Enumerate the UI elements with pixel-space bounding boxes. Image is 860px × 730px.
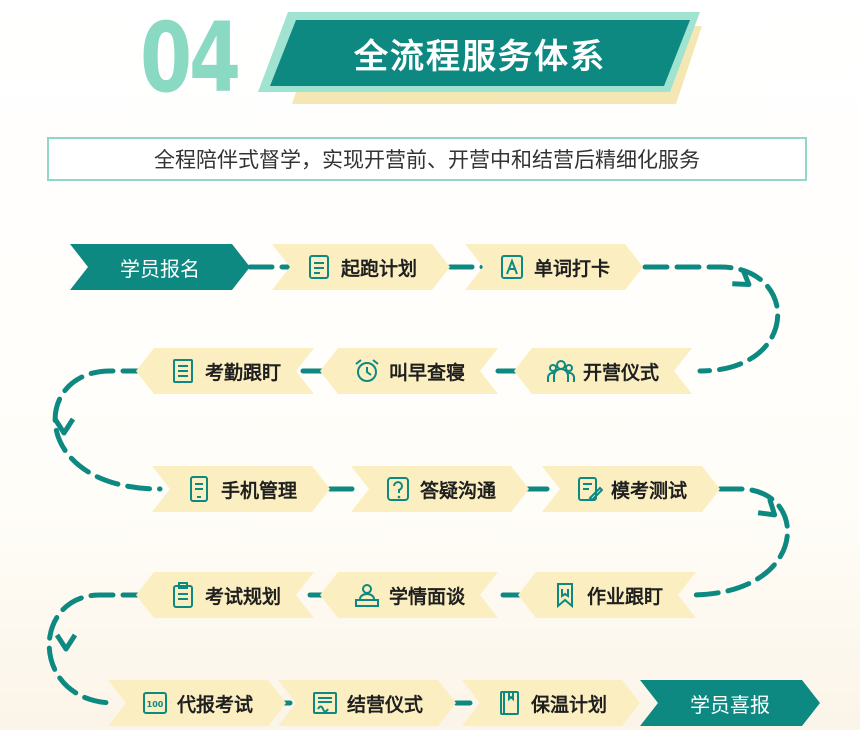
flow-step: 100 代报考试 xyxy=(108,680,286,726)
flow-step-label: 学情面谈 xyxy=(388,585,465,608)
book-icon xyxy=(495,689,523,717)
flow-step: 答疑沟通 xyxy=(351,466,529,512)
score-100-icon: 100 xyxy=(141,689,169,717)
flow-step-label: 手机管理 xyxy=(220,479,297,502)
notebook-icon xyxy=(169,357,197,385)
flow-step: 考勤跟盯 xyxy=(136,348,314,394)
flow-connector-6 xyxy=(52,368,163,492)
edit-document-icon xyxy=(575,475,603,503)
flow-step-label: 叫早查寝 xyxy=(388,361,465,384)
flow-arrowhead-4 xyxy=(54,633,78,652)
flow-step: 模考测试 xyxy=(542,466,720,512)
letter-a-card-icon xyxy=(498,253,526,281)
svg-text:100: 100 xyxy=(147,700,164,709)
flow-step-label: 学员报名 xyxy=(120,256,200,281)
alarm-clock-icon xyxy=(353,357,381,385)
flow-arrowhead-1 xyxy=(732,268,752,287)
flow-step: 考试规划 xyxy=(136,572,314,618)
flow-step-label: 考试规划 xyxy=(204,585,281,608)
flow-step: 结营仪式 xyxy=(278,680,456,726)
flow-step: 单词打卡 xyxy=(465,244,643,290)
people-group-icon xyxy=(547,357,575,385)
flow-step-label: 答疑沟通 xyxy=(419,479,496,502)
page-title: 全流程服务体系 xyxy=(270,20,690,86)
flow-step: 学情面谈 xyxy=(320,572,498,618)
flow-step-label: 代报考试 xyxy=(176,693,253,716)
flow-step-label: 开营仪式 xyxy=(582,361,659,384)
flow-step: 学员喜报 xyxy=(640,680,820,726)
section-number: 04 xyxy=(140,2,241,114)
flow-step-label: 考勤跟盯 xyxy=(204,361,281,384)
flow-connector-9 xyxy=(687,486,790,598)
flow-step-label: 学员喜报 xyxy=(690,692,770,717)
flow-step: 开营仪式 xyxy=(514,348,692,394)
flow-step-label: 保温计划 xyxy=(530,693,607,716)
question-icon xyxy=(384,475,412,503)
flow-step-label: 作业跟盯 xyxy=(586,585,663,608)
flow-step: 手机管理 xyxy=(152,466,330,512)
certificate-icon xyxy=(311,689,339,717)
flow-step: 学员报名 xyxy=(70,244,250,290)
flow-connector-3 xyxy=(642,264,781,374)
flow-step-label: 起跑计划 xyxy=(340,257,417,280)
subtitle: 全程陪伴式督学，实现开营前、开营中和结营后精细化服务 xyxy=(47,137,807,181)
flow-step: 保温计划 xyxy=(462,680,640,726)
bookmark-icon xyxy=(551,581,579,609)
flow-step: 叫早查寝 xyxy=(320,348,498,394)
flow-step: 作业跟盯 xyxy=(518,572,696,618)
flow-step-label: 模考测试 xyxy=(610,479,687,502)
flow-step: 起跑计划 xyxy=(272,244,450,290)
tablet-icon xyxy=(185,475,213,503)
interview-icon xyxy=(353,581,381,609)
document-icon xyxy=(305,253,333,281)
flow-connector-12 xyxy=(46,592,148,706)
flow-step-label: 单词打卡 xyxy=(533,257,610,280)
flow-arrowhead-2 xyxy=(52,417,76,436)
clipboard-icon xyxy=(169,581,197,609)
flow-step-label: 结营仪式 xyxy=(346,693,423,716)
flow-arrowhead-3 xyxy=(757,498,778,518)
